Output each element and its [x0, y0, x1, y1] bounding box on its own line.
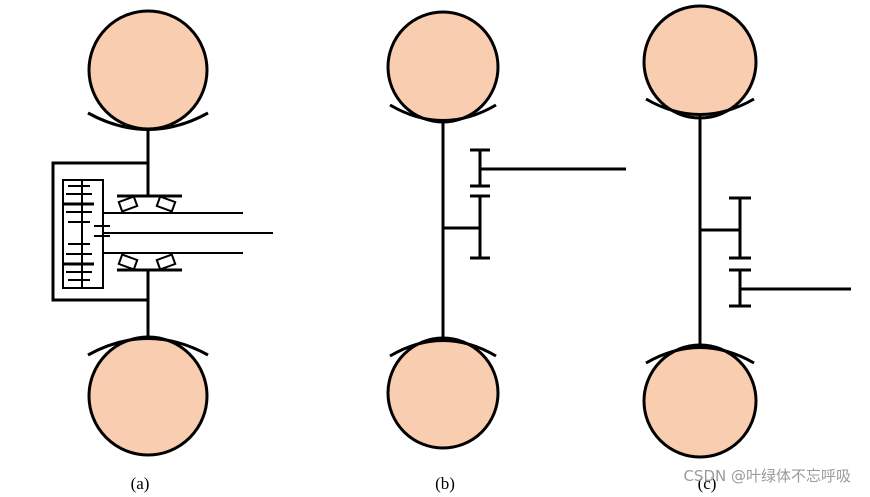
planetary-gears-a [64, 180, 148, 288]
wheel-a-bottom [87, 335, 209, 457]
wheel-b-top [386, 10, 500, 124]
diagram-a [51, 9, 273, 457]
wheel-a-top [87, 9, 209, 131]
wheel-c-top [642, 4, 758, 120]
watermark: CSDN @叶绿体不忘呼吸 [683, 467, 851, 485]
housing-a [51, 161, 148, 302]
label-c: (c) [698, 474, 717, 493]
fender-c-bottom [645, 346, 755, 365]
fender-c-top [645, 97, 755, 116]
label-a: (a) [131, 474, 150, 493]
bearings-a [117, 195, 177, 271]
wheel-b-bottom [386, 336, 500, 450]
fender-a-top [87, 111, 209, 131]
wheel-c-bottom [642, 343, 758, 459]
fender-b-bottom [389, 339, 497, 358]
diagram-b [386, 10, 626, 450]
diagram-c [642, 4, 851, 459]
fender-a-bottom [87, 337, 209, 357]
label-b: (b) [435, 474, 455, 493]
